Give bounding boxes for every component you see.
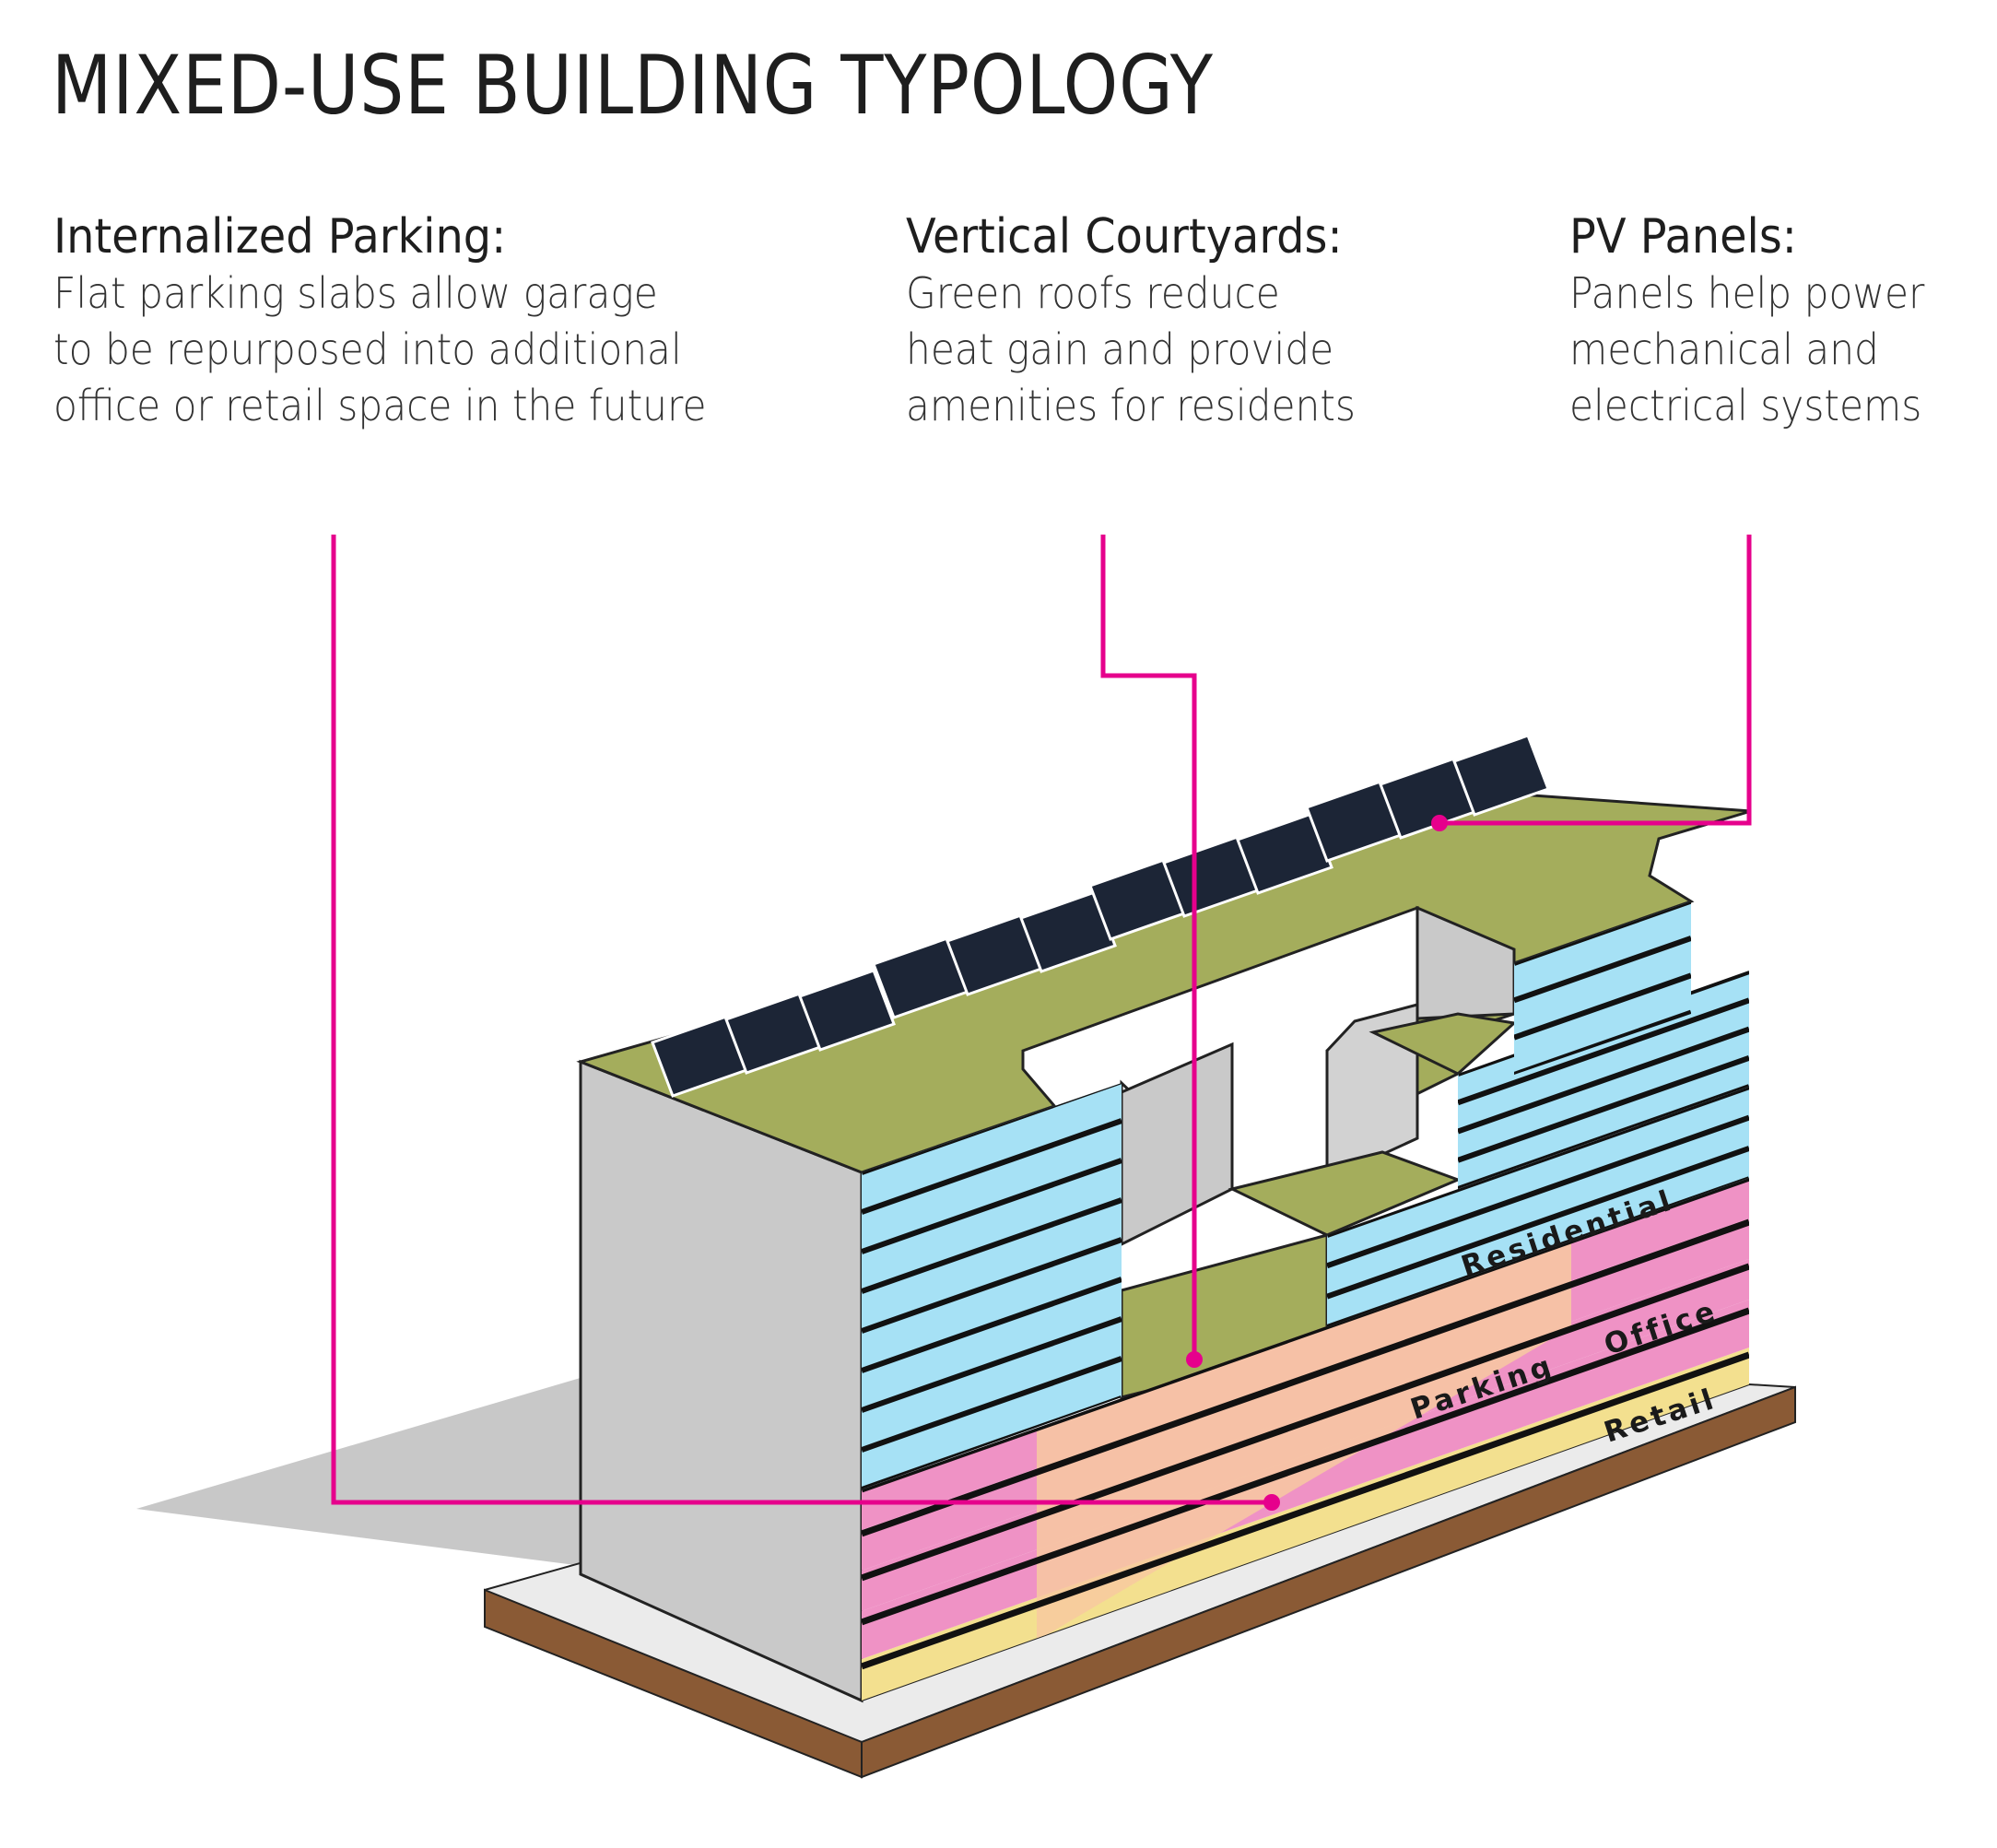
page-title: MIXED-USE BUILDING TYPOLOGY <box>52 38 1214 133</box>
pv-cell <box>1379 757 1476 840</box>
floor-slab <box>862 1316 1122 1413</box>
callout-heading: Internalized Parking: <box>53 209 507 265</box>
leader-dot <box>1431 815 1448 831</box>
callout-vertical-courtyards: Vertical Courtyards: Green roofs reduce … <box>906 208 1394 434</box>
floor-slab <box>1458 1055 1749 1163</box>
pv-cell <box>651 1015 748 1098</box>
floor-slab <box>862 1218 1749 1537</box>
pv-panel <box>946 913 1043 996</box>
leader-line-pv <box>1439 535 1752 826</box>
callout-text-line: heat gain and provide <box>906 324 1334 374</box>
floor-slab <box>862 1237 1122 1334</box>
floor-slab <box>1458 997 1749 1106</box>
callout-internalized-parking: Internalized Parking: Flat parking slabs… <box>53 208 763 434</box>
pv-cell <box>724 992 822 1075</box>
callout-heading: Vertical Courtyards: <box>906 209 1343 265</box>
callout-pv-panels: PV Panels: Panels help power mechanical … <box>1569 208 1956 434</box>
callout-text-line: amenities for residents <box>906 381 1356 430</box>
pv-panel <box>798 969 896 1052</box>
pv-cell <box>1452 734 1550 817</box>
floor-slab <box>1514 936 1691 1004</box>
floor-slab <box>1327 1114 1749 1269</box>
floor-slab <box>862 1356 1122 1453</box>
callout-text-line: Flat parking slabs allow garage <box>53 268 658 318</box>
pv-panel <box>1379 757 1476 840</box>
pv-cell <box>798 969 896 1052</box>
pv-cell <box>1305 780 1403 863</box>
pv-panel <box>1452 734 1550 817</box>
floor-slab <box>862 1118 1122 1215</box>
pv-panel <box>724 992 822 1075</box>
glass-face <box>1327 1087 1749 1327</box>
parking-zone <box>1037 1239 1571 1641</box>
floor-slab <box>862 1158 1122 1254</box>
pv-panel <box>1162 835 1260 918</box>
callout-text-line: to be repurposed into additional <box>53 324 682 374</box>
leader-dot <box>1186 1351 1203 1368</box>
callout-text-line: electrical systems <box>1569 381 1922 430</box>
callout-text-line: Green roofs reduce <box>906 268 1280 318</box>
floor-slab <box>1327 1146 1749 1300</box>
callout-text-line: office or retail space in the future <box>53 381 707 430</box>
floor-slab <box>862 1277 1122 1373</box>
floor-slab <box>862 1197 1122 1294</box>
pv-cell <box>872 936 969 1019</box>
floor-slab <box>1458 1026 1749 1135</box>
pv-cell <box>1162 835 1260 918</box>
floor-slab <box>1327 1087 1749 1238</box>
ground-shadow <box>136 1375 590 1567</box>
glass-face <box>1514 901 1691 1075</box>
leader-line-parking <box>331 535 1272 1505</box>
leader-dot <box>1263 1494 1280 1511</box>
leader-line-courtyards <box>1100 535 1197 1360</box>
pv-panel <box>651 1015 748 1098</box>
floor-slab <box>862 1307 1749 1626</box>
floor-slab <box>862 1351 1749 1670</box>
callout-text-line: mechanical and <box>1569 324 1879 374</box>
pv-panel <box>1305 780 1403 863</box>
floor-slab <box>862 1263 1749 1582</box>
floor-slab <box>1514 1009 1691 1075</box>
floor-slab <box>1514 972 1691 1041</box>
base-slab <box>861 1385 1796 1779</box>
pv-panel <box>872 936 969 1019</box>
callout-text-line: Panels help power <box>1569 268 1925 318</box>
residential-glazing <box>862 1083 1122 1489</box>
callout-heading: PV Panels: <box>1569 209 1797 265</box>
pv-cell <box>1088 858 1186 941</box>
pv-panel <box>1088 858 1186 941</box>
pv-cell <box>946 913 1043 996</box>
